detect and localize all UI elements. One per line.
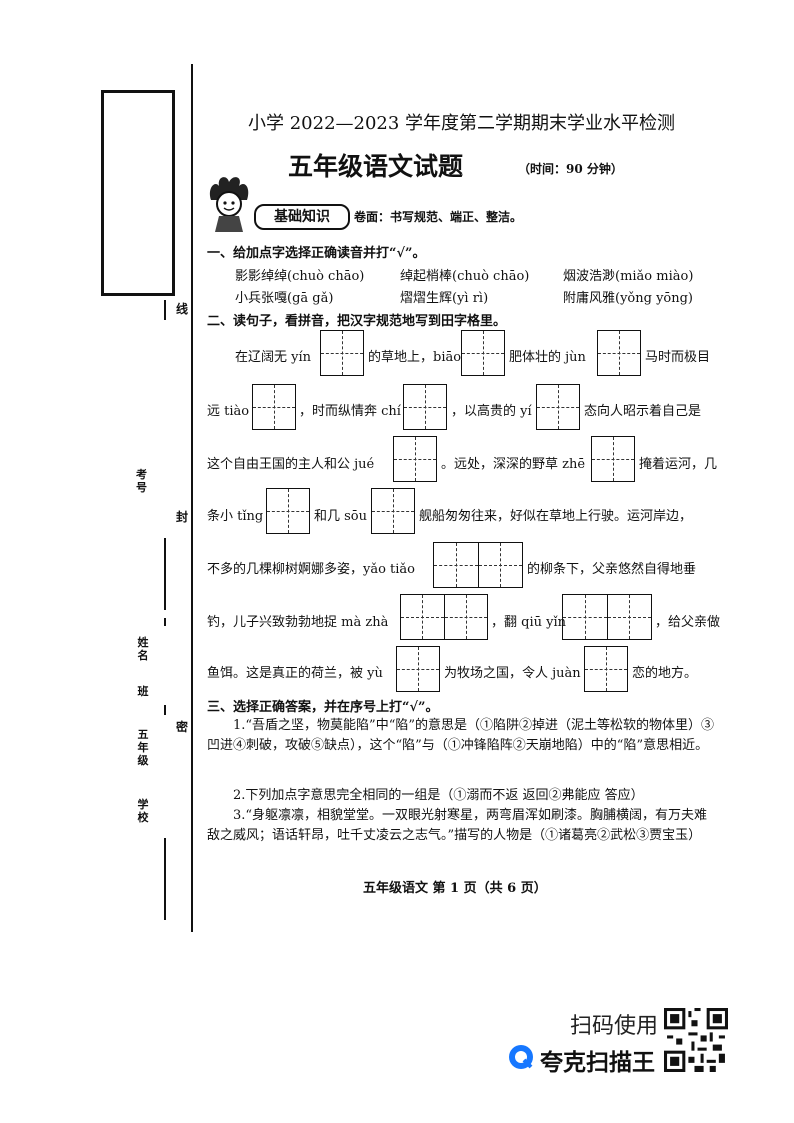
q2-text: 条小 tǐng [207, 509, 264, 524]
tianzige-box[interactable] [400, 594, 488, 640]
q3-item: 2.下列加点字意思完全相同的一组是（①溺而不返 返回②弗能应 答应） [233, 788, 644, 803]
scan-label: 扫码使用 [570, 1014, 659, 1039]
q2-text: ，给父亲做 [655, 615, 721, 630]
page-footer: 五年级语文 第 1 页（共 6 页） [363, 881, 547, 896]
q2-text: 。远处，深深的野草 zhē [441, 457, 586, 472]
field-name-line[interactable] [164, 618, 166, 626]
q2-text: 恋的地方。 [632, 666, 698, 681]
q2-text: 不多的几棵柳树婀娜多姿，yǎo tiǎo [207, 562, 416, 577]
q2-text: ，以高贵的 yí [451, 404, 532, 419]
exam-subtitle: 五年级语文试题 [288, 152, 464, 181]
tianzige-box[interactable] [320, 330, 364, 376]
q1-item: 绰起梢棒(chuò chāo) [400, 269, 530, 284]
field-exam-no-label: 考号 [136, 468, 147, 494]
q2-text: 肥体壮的 jùn [509, 350, 586, 365]
field-class-line[interactable] [164, 705, 166, 715]
q2-text: 马时而极目 [645, 350, 711, 365]
q1-item: 烟波浩渺(miǎo miào) [563, 269, 694, 284]
tianzige-box[interactable] [591, 436, 635, 482]
q2-text: 远 tiào [207, 404, 250, 419]
qr-code-icon[interactable] [664, 1008, 728, 1072]
q2-text: 在辽阔无 yín [235, 350, 312, 365]
q1-item: 附庸风雅(yǒng yōng) [563, 291, 694, 306]
q1-item: 影影绰绰(chuò chāo) [235, 269, 365, 284]
mascot-icon [209, 177, 249, 232]
field-line[interactable] [164, 300, 166, 320]
binding-marks: 线 封 密 [174, 300, 196, 920]
quark-logo-icon [509, 1045, 533, 1069]
tianzige-box[interactable] [433, 542, 523, 588]
brand-label: 夸克扫描王 [540, 1050, 655, 1076]
q3-item: 3.“身躯凛凛，相貌堂堂。一双眼光射寒星，两弯眉浑如刷漆。胸脯横阔，有万夫难敌之… [207, 808, 708, 843]
field-class-label: 班 [137, 685, 149, 698]
tianzige-box[interactable] [396, 646, 440, 692]
q2-text: ，翻 qiū yǐn [491, 615, 566, 630]
q1-item: 熠熠生辉(yì rì) [400, 291, 489, 306]
tianzige-box[interactable] [597, 330, 641, 376]
tianzige-box[interactable] [371, 488, 415, 534]
q2-text: 钓，儿子兴致勃勃地捉 mà zhà [207, 615, 389, 630]
tianzige-box[interactable] [461, 330, 505, 376]
q2-heading: 二、读句子，看拼音，把汉字规范地写到田字格里。 [207, 314, 507, 329]
binding-char-line: 线 [175, 302, 188, 316]
neatness-note: 卷面：书写规范、端正、整洁。 [354, 210, 523, 224]
exam-title: 小学 2022—2023 学年度第二学期期末学业水平检测 [248, 113, 676, 134]
tianzige-box[interactable] [584, 646, 628, 692]
q2-text: 为牧场之国，令人 juàn [444, 666, 581, 681]
q2-text: 和几 sōu [314, 509, 368, 524]
seal-box [101, 90, 175, 296]
q2-text: 鱼饵。这是真正的荷兰，被 yù [207, 666, 383, 681]
q2-text: 舰船匆匆往来，好似在草地上行驶。运河岸边， [419, 509, 693, 524]
q3-item: 1.“吾盾之坚，物莫能陷”中“陷”的意思是（①陷阱②掉进（泥土等松软的物体里）③… [207, 718, 714, 753]
q2-text: 态向人昭示着自己是 [584, 404, 702, 419]
tianzige-box[interactable] [536, 384, 580, 430]
field-exam-no-line[interactable] [164, 538, 166, 610]
section-tag: 基础知识 [254, 204, 350, 230]
q2-text: ，时而纵情奔 chí [299, 404, 401, 419]
tianzige-box[interactable] [562, 594, 652, 640]
binding-char-close: 密 [175, 720, 188, 734]
tianzige-box[interactable] [393, 436, 437, 482]
q2-text: 这个自由王国的主人和公 jué [207, 457, 375, 472]
binding-line [191, 64, 193, 932]
q1-heading: 一、给加点字选择正确读音并打“√”。 [207, 246, 426, 261]
tianzige-box[interactable] [403, 384, 447, 430]
field-grade-label: 五年级 [137, 728, 149, 767]
q1-item: 小兵张嘎(gā gǎ) [235, 291, 334, 306]
field-school-label: 学校 [137, 798, 149, 824]
field-name-label: 姓名 [137, 636, 149, 662]
q2-text: 的柳条下，父亲悠然自得地垂 [527, 562, 697, 577]
binding-char-seal: 封 [175, 510, 188, 524]
q3-heading: 三、选择正确答案，并在序号上打“√”。 [207, 700, 439, 715]
time-note: （时间：90 分钟） [518, 162, 623, 176]
q2-text: 的草地上，biāo [368, 350, 462, 365]
tianzige-box[interactable] [252, 384, 296, 430]
field-school-line[interactable] [164, 838, 166, 920]
tianzige-box[interactable] [266, 488, 310, 534]
q2-text: 掩着运河，几 [639, 457, 718, 472]
